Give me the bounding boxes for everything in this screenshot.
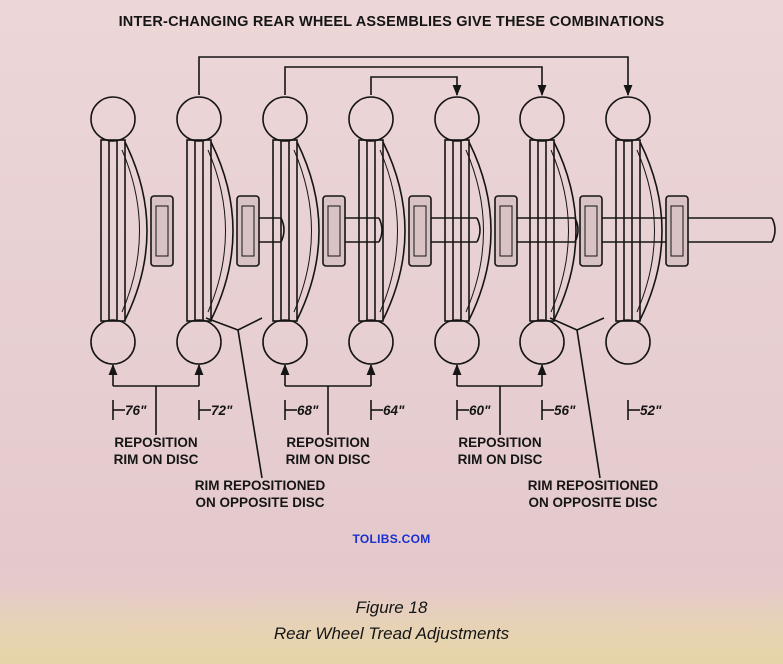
rim-repositioned-label-1: RIM REPOSITIONED ON OPPOSITE DISC [194, 478, 326, 510]
reposition-label-1: REPOSITION RIM ON DISC [113, 435, 199, 467]
tire-top [605, 96, 651, 142]
wheel-assembly [262, 96, 383, 365]
tire-bottom [519, 319, 565, 365]
site-watermark: TOLIBS.COM [352, 532, 431, 546]
tire-bottom [262, 319, 308, 365]
rim-rail [358, 139, 384, 322]
page-yellow-tint [0, 588, 783, 664]
wheel-assembly [176, 96, 285, 365]
tread-tick [370, 400, 383, 420]
tire-bottom [348, 319, 394, 365]
wheel-assembly [434, 96, 579, 365]
wheel-disc [382, 141, 406, 321]
axle-stub [431, 217, 477, 243]
tire-bottom [605, 319, 651, 365]
wheel-assembly [90, 96, 174, 365]
tread-tick [112, 400, 125, 420]
wheel-disc [553, 141, 577, 321]
tread-tick [541, 400, 554, 420]
tread-56: 56" [554, 403, 576, 418]
diagram-heading: INTER-CHANGING REAR WHEEL ASSEMBLIES GIV… [118, 14, 665, 30]
axle-stub [602, 217, 672, 243]
interchange-connectors [198, 56, 633, 97]
rim-rail [186, 139, 212, 322]
reposition-arrows [108, 363, 547, 435]
tire-top [348, 96, 394, 142]
rim-rail [615, 139, 641, 322]
wheel-assemblies [90, 96, 776, 365]
tire-top [90, 96, 136, 142]
tread-tick [456, 400, 469, 420]
reposition-label-3: REPOSITION RIM ON DISC [457, 435, 543, 467]
wheel-disc [124, 141, 148, 321]
figure-number: Figure 18 [355, 598, 428, 617]
wheel-disc [296, 141, 320, 321]
reposition-label-2: REPOSITION RIM ON DISC [285, 435, 371, 467]
tread-72: 72" [211, 403, 233, 418]
tread-68: 68" [297, 403, 319, 418]
tire-top [262, 96, 308, 142]
tread-dimension-marks [112, 400, 640, 420]
wheel-assembly [519, 96, 676, 365]
axle-stub [688, 217, 772, 243]
axle-stub [345, 217, 379, 243]
rim-repositioned-label-2: RIM REPOSITIONED ON OPPOSITE DISC [527, 478, 659, 510]
tire-bottom [176, 319, 222, 365]
tread-60: 60" [469, 403, 491, 418]
tread-52: 52" [640, 403, 662, 418]
wheel-disc [468, 141, 492, 321]
rim-rail [529, 139, 555, 322]
tire-top [176, 96, 222, 142]
rim-rail [100, 139, 126, 322]
tire-top [434, 96, 480, 142]
tread-64: 64" [383, 403, 405, 418]
figure-caption: Rear Wheel Tread Adjustments [273, 624, 510, 643]
axle-stub [259, 217, 281, 243]
tread-tick [284, 400, 297, 420]
wheel-disc [639, 141, 663, 321]
tire-top [519, 96, 565, 142]
tread-tick [198, 400, 211, 420]
opposite-disc-leaders [205, 317, 605, 479]
rim-rail [272, 139, 298, 322]
tread-tick [627, 400, 640, 420]
tire-bottom [90, 319, 136, 365]
tread-76: 76" [125, 403, 147, 418]
wheel-assembly [605, 96, 776, 365]
tire-bottom [434, 319, 480, 365]
wheel-disc [210, 141, 234, 321]
rim-rail [444, 139, 470, 322]
